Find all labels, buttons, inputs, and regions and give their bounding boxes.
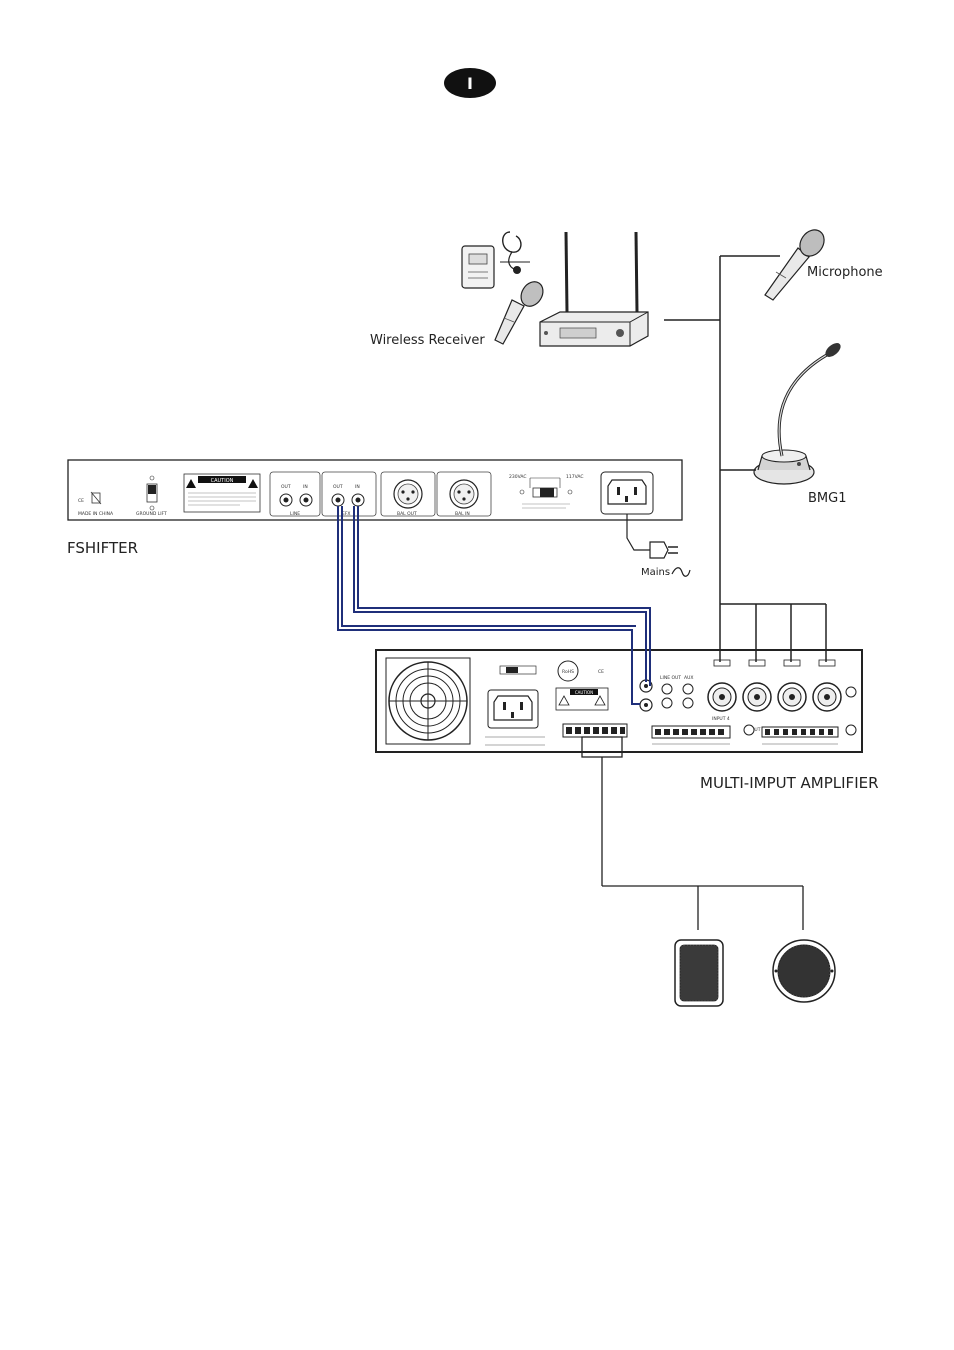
microphone-bus-wiring xyxy=(664,255,827,662)
box-speaker-icon xyxy=(674,939,724,1007)
page-marker: I xyxy=(444,68,496,98)
line-out-label: OUT xyxy=(281,484,291,490)
amplifier-label: MULTI-IMPUT AMPLIFIER xyxy=(700,774,879,792)
voltage-117-label: 117VAC xyxy=(566,474,584,480)
headset-microphone-icon xyxy=(500,231,530,274)
page-marker-label: I xyxy=(467,74,473,93)
rohs-label: RoHS xyxy=(562,669,574,675)
ground-lift-label: GROUND LIFT xyxy=(136,511,167,517)
speaker-wiring xyxy=(581,736,804,930)
microphone-icon xyxy=(764,229,825,301)
amp-caution-label: CAUTION xyxy=(575,690,593,695)
fshifter-label: FSHIFTER xyxy=(67,539,138,557)
svg-text:CE: CE xyxy=(598,669,604,675)
bal-out-label: BAL OUT xyxy=(397,511,417,517)
gooseneck-microphone-icon xyxy=(753,343,841,485)
microphone-label: Microphone xyxy=(807,265,883,280)
handheld-microphone-icon xyxy=(494,281,544,345)
voltage-230-label: 230VAC xyxy=(509,474,527,480)
multi-input-amplifier-rear-panel: RoHS CE CAUTION LINE OUT AUX INPUT 4 INP… xyxy=(375,649,863,753)
line-in-label: IN xyxy=(303,484,308,490)
input4-label: INPUT 4 xyxy=(712,716,730,722)
bodypack-transmitter-icon xyxy=(461,245,495,289)
efx-in-label: IN xyxy=(355,484,360,490)
fshifter-rear-panel: CE MADE IN CHINA GROUND LIFT CAUTION OUT… xyxy=(67,459,683,521)
aux-label: AUX xyxy=(684,675,693,681)
bal-in-label: BAL IN xyxy=(455,511,470,517)
wireless-receiver-icon xyxy=(539,231,649,347)
line-section-label: LINE xyxy=(290,511,300,517)
bmg1-label: BMG1 xyxy=(808,491,846,506)
ceiling-speaker-icon xyxy=(772,939,836,1003)
wireless-receiver-label: Wireless Receiver xyxy=(370,333,485,348)
fshifter-made-in: MADE IN CHINA xyxy=(78,511,114,517)
mains-label: Mains xyxy=(641,567,670,578)
efx-out-label: OUT xyxy=(333,484,343,490)
line-out-amp-label: LINE OUT xyxy=(660,675,681,681)
mains-plug-icon xyxy=(626,514,691,577)
efx-send-return-cables xyxy=(337,506,651,705)
input3-label: INPUT 3 xyxy=(747,727,765,733)
efx-section-label: EFX xyxy=(342,511,351,517)
svg-text:CE: CE xyxy=(78,498,84,504)
fshifter-caution-label: CAUTION xyxy=(211,478,234,484)
